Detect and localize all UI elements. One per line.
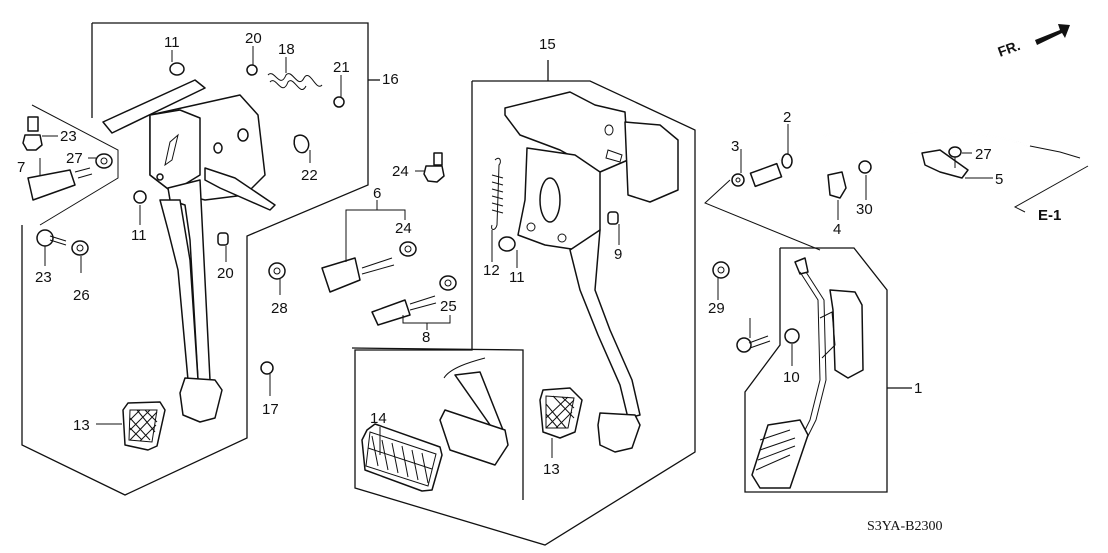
brake-pedal-bracket [504, 91, 679, 251]
reference-e1: E-1 [1038, 207, 1061, 224]
callout-23: 24 [392, 163, 409, 180]
front-arrow-icon [1035, 24, 1070, 45]
callout-8: 8 [422, 329, 430, 346]
throttle-cable [731, 129, 1081, 199]
callout-20: 21 [333, 59, 350, 76]
callout-27: 28 [271, 300, 288, 317]
callout-9: 9 [614, 246, 622, 263]
e1-reference-lines [704, 165, 1089, 251]
group-15-boundary [351, 60, 696, 546]
callout-25: 26 [73, 287, 90, 304]
clutch-pedal-bracket [102, 79, 276, 211]
callout-4: 4 [833, 221, 841, 238]
callout-1: 1 [914, 380, 922, 397]
callout-24: 24 [395, 220, 412, 237]
callout-10: 10 [783, 369, 800, 386]
callout-3: 3 [731, 138, 739, 155]
callout-7: 7 [17, 159, 25, 176]
group-1-boundary [744, 247, 912, 493]
callout-23: 23 [60, 128, 77, 145]
callout-27: 29 [708, 300, 725, 317]
callout-11: 11 [164, 34, 180, 51]
callout-22: 23 [35, 269, 52, 286]
callout-6: 6 [373, 185, 381, 202]
front-indicator-label: FR. [996, 37, 1023, 60]
pedal-pad-13-left [122, 401, 166, 451]
callout-26: 27 [66, 150, 83, 167]
callout-19: 20 [217, 265, 234, 282]
callout-15: 15 [539, 36, 556, 53]
callout-13: 13 [73, 417, 90, 434]
callout-17: 17 [262, 401, 279, 418]
callout-20: 20 [245, 30, 262, 47]
brake-pedal-lower [439, 357, 509, 466]
pedal-pad-13-middle [539, 387, 583, 439]
callout-18: 18 [278, 41, 295, 58]
callout-5: 5 [995, 171, 1003, 188]
callout-29: 27 [975, 146, 992, 163]
callout-16: 16 [382, 71, 399, 88]
clutch-pedal-arm [159, 179, 223, 423]
callout-14: 14 [370, 410, 387, 427]
callout-labels: 11 20 18 21 16 22 23 7 27 11 23 26 20 28… [17, 30, 1003, 478]
leader-lines [39, 46, 993, 458]
callout-21: 22 [301, 167, 318, 184]
brake-pedal-arm [569, 229, 641, 453]
callout-24: 25 [440, 298, 457, 315]
accelerator-pedal [736, 257, 864, 489]
diagram-code: S3YA-B2300 [867, 519, 942, 534]
pedal-pad-14 [361, 423, 443, 492]
callout-11: 11 [131, 227, 147, 244]
callout-11: 11 [509, 269, 525, 286]
callout-2: 2 [783, 109, 791, 126]
callout-12: 12 [483, 262, 500, 279]
group-16-boundary [21, 22, 380, 496]
small-parts-16 [22, 62, 345, 375]
small-parts-15 [321, 152, 730, 326]
callout-13: 13 [543, 461, 560, 478]
callout-28: 30 [856, 201, 873, 218]
